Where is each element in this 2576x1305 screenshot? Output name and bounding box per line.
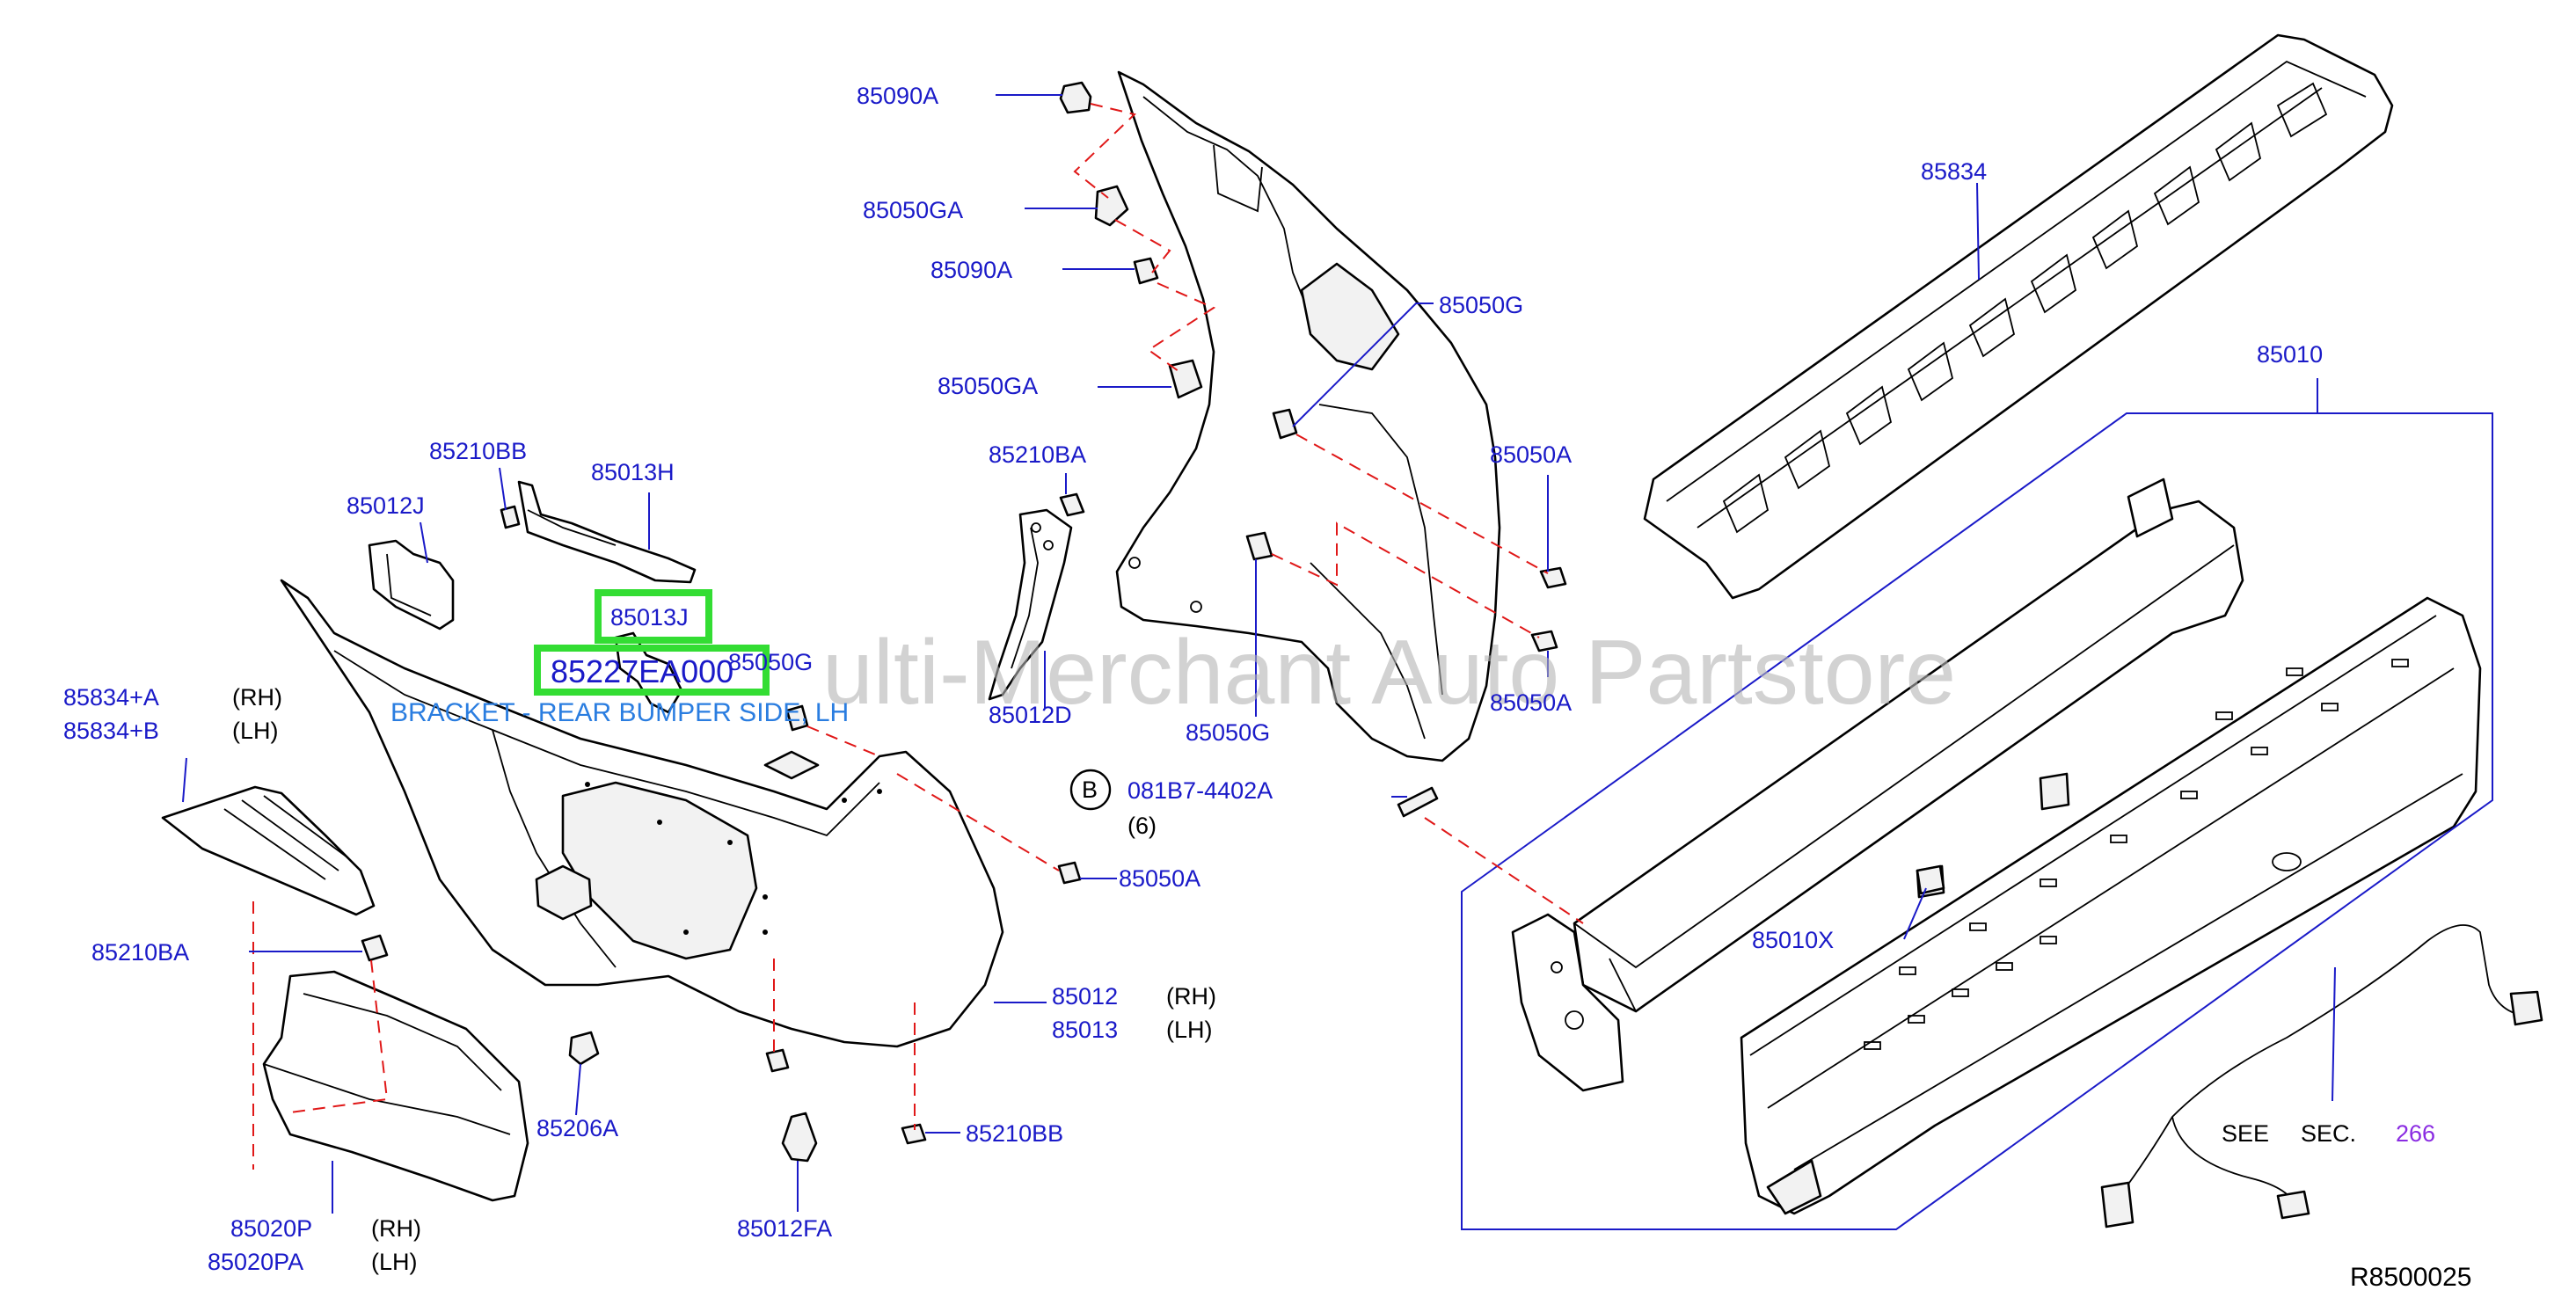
label-85834b[interactable]: 85834+B — [63, 718, 159, 744]
label-85834a[interactable]: 85834+A — [63, 684, 159, 711]
bolt-group-circle — [1069, 769, 1112, 811]
label-85012-side: (RH) — [1166, 983, 1216, 1010]
label-85012fa[interactable]: 85012FA — [737, 1215, 832, 1242]
label-85010[interactable]: 85010 — [2257, 341, 2323, 368]
label-85013h[interactable]: 85013H — [591, 459, 675, 485]
label-85206a[interactable]: 85206A — [536, 1115, 618, 1141]
bolt-group-letter: B — [1082, 776, 1098, 803]
bolt-quantity: (6) — [1127, 813, 1157, 839]
rear-step-side-pad — [161, 785, 376, 916]
label-85050g-small[interactable]: 85050G — [728, 649, 813, 675]
part-labels: 85090A 85050GA 85090A 85050GA 85050G 850… — [63, 83, 2471, 1292]
label-85013j[interactable]: 85013J — [610, 604, 689, 631]
bracket-85013h — [517, 480, 697, 584]
label-85050ga-top[interactable]: 85050GA — [863, 197, 963, 223]
assembly-frame — [1461, 412, 2493, 1230]
label-85020p-side: (RH) — [371, 1215, 421, 1242]
rear-step-pad — [1643, 33, 2394, 600]
label-selected-part[interactable]: 85227EA000 — [551, 653, 733, 689]
label-85834[interactable]: 85834 — [1921, 158, 1987, 185]
label-85090a-second[interactable]: 85090A — [930, 257, 1012, 283]
rear-bumper-fascia — [1740, 596, 2482, 1215]
fasteners — [361, 81, 1945, 1163]
bracket-85012j — [368, 539, 455, 631]
label-85050a-right-top[interactable]: 85050A — [1490, 441, 1572, 468]
label-85050a-lower-left[interactable]: 85050A — [1119, 865, 1200, 892]
label-85210ba-left[interactable]: 85210BA — [91, 939, 189, 966]
assembly-dash-lines — [252, 103, 1584, 1170]
side-step-bracket — [988, 508, 1073, 701]
label-85090a-top[interactable]: 85090A — [857, 83, 938, 109]
see-label: SEE — [2222, 1120, 2269, 1147]
label-85210ba-mid[interactable]: 85210BA — [989, 441, 1086, 468]
label-85012[interactable]: 85012 — [1052, 983, 1118, 1010]
label-85020pa[interactable]: 85020PA — [208, 1249, 303, 1275]
label-85010x[interactable]: 85010X — [1752, 927, 1834, 953]
label-85012j[interactable]: 85012J — [347, 492, 425, 519]
rear-bumper-reinforcement — [1511, 478, 2244, 1092]
sec-label: SEC. — [2301, 1120, 2356, 1147]
side-step-cover — [262, 970, 529, 1202]
highlight-box-selected — [534, 645, 770, 696]
label-85210bb-lower[interactable]: 85210BB — [966, 1120, 1063, 1147]
label-85013-side: (LH) — [1166, 1017, 1213, 1043]
rear-bumper-side-lh — [280, 579, 1004, 1048]
label-85013[interactable]: 85013 — [1052, 1017, 1118, 1043]
label-85050a-right-bottom[interactable]: 85050A — [1490, 689, 1572, 716]
wiring-harness — [2100, 924, 2543, 1228]
label-85020p[interactable]: 85020P — [230, 1215, 312, 1242]
highlight-box-part — [595, 589, 712, 644]
rear-corner-extension — [1115, 70, 1501, 762]
label-081b7-4402a[interactable]: 081B7-4402A — [1127, 777, 1273, 804]
label-85020pa-side: (LH) — [371, 1249, 418, 1275]
watermark: ulti-Merchant Auto Partstore — [822, 622, 1956, 724]
label-85834b-side: (LH) — [232, 718, 279, 744]
label-85012d[interactable]: 85012D — [989, 702, 1072, 728]
label-85050g-right[interactable]: 85050G — [1439, 292, 1523, 318]
label-85050ga-second[interactable]: 85050GA — [938, 373, 1038, 399]
label-85210bb-top[interactable]: 85210BB — [429, 438, 527, 464]
label-85050g-lower[interactable]: 85050G — [1186, 719, 1270, 746]
label-85834a-side: (RH) — [232, 684, 282, 711]
section-link-266[interactable]: 266 — [2396, 1120, 2435, 1147]
diagram-code: R8500025 — [2350, 1263, 2471, 1292]
leader-lines — [182, 94, 2336, 1214]
selected-part-description: BRACKET - REAR BUMPER SIDE, LH — [390, 698, 849, 727]
